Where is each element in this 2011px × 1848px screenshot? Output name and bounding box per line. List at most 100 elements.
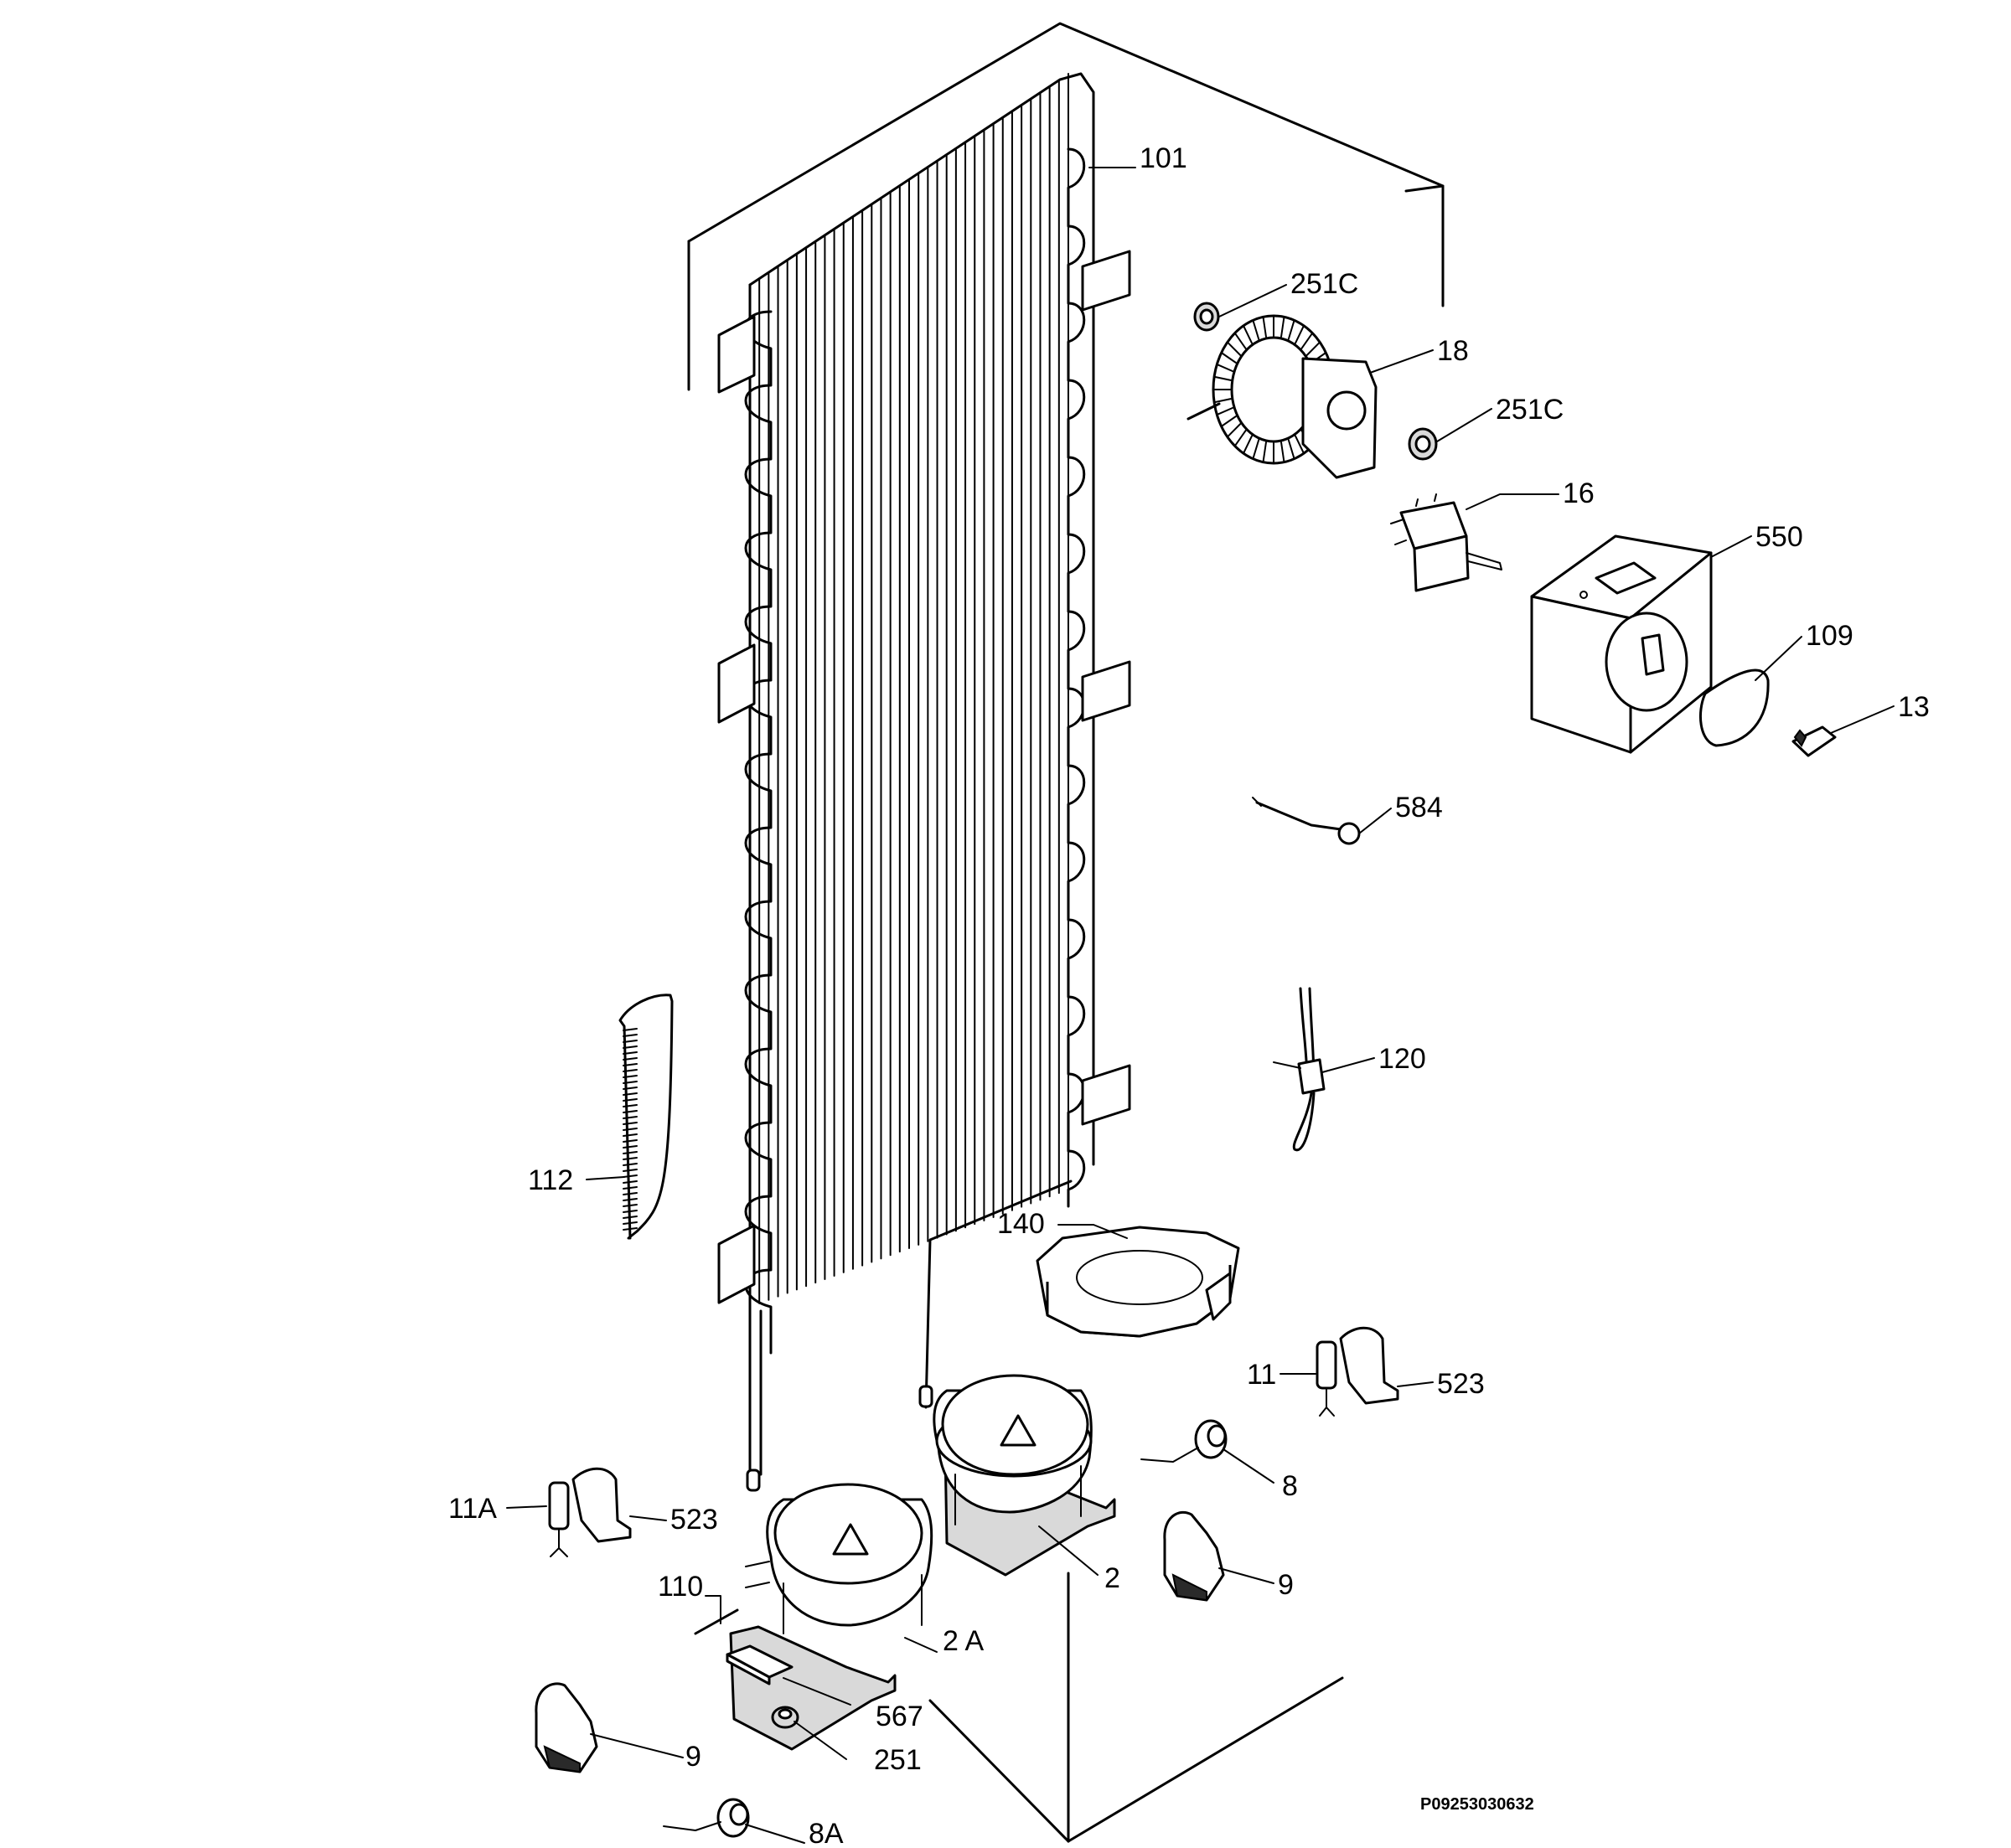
hose-rib [623,1145,638,1149]
leader-lines [506,167,1895,1844]
callout-condenser: 101 [1140,142,1187,174]
compressor-part [933,1374,1116,1577]
hose-rib [623,1163,638,1166]
damper-fixing-top-part [1193,302,1220,332]
fan-motor-part [1186,314,1378,479]
fan-blade [1220,416,1237,427]
fan-blade [1252,319,1260,340]
cover-box-part [1530,534,1713,754]
fan-blade [1216,363,1234,373]
hose-rib [623,1057,638,1061]
hose-rib [623,1040,638,1043]
hose-rib [623,1092,638,1096]
callout-rubber-mount: 251 [874,1744,922,1776]
callout-overload-left: 8A [809,1818,844,1848]
fan-blade [1262,441,1267,463]
condenser-pipe-end [746,1469,761,1492]
fan-blade [1287,439,1295,460]
callout-protector-left: 9 [685,1741,701,1773]
drain-hose-part [618,994,674,1240]
hose-rib [623,1192,638,1195]
fan-blade [1280,316,1285,338]
callout-relay-clip-left: 523 [670,1504,718,1536]
hose-rib [623,1069,638,1072]
fan-blade [1243,324,1253,344]
hose-rib [623,1087,638,1090]
hose-rib [623,1216,638,1219]
callout-capillary-tube: 110 [658,1571,703,1603]
relay-right-part [1316,1326,1399,1417]
fan-blade [1300,332,1314,349]
fan-blade [1220,352,1237,364]
callout-drain-hose: 112 [528,1164,573,1196]
callout-lamp-cover: 109 [1806,620,1853,652]
callout-overload-right: 8 [1282,1470,1298,1502]
fan-blade [1252,439,1260,460]
hose-rib [623,1221,638,1225]
callout-sensor-lead: 120 [1378,1043,1426,1075]
overload-right-part [1140,1419,1228,1463]
hose-rib [623,1081,638,1084]
callout-mounting-plate: 567 [876,1701,923,1732]
hose-rib [623,1104,638,1107]
fan-blade [1243,435,1253,455]
fan-blade [1305,341,1321,356]
callout-labels: 101 251C 18 251C 16 550 109 13 584 120 1… [448,142,1930,1848]
fan-blade [1262,316,1267,338]
hose-rib [623,1116,638,1119]
hose-rib [623,1198,638,1201]
hose-rib [623,1133,638,1137]
capillary-tube-part [694,1608,739,1635]
callout-compressor: 2 [1104,1562,1120,1594]
fan-blade [1233,332,1247,349]
callout-relay-left: 11A [448,1493,497,1525]
hose-rib [623,1151,638,1154]
condenser-brackets [717,250,1131,1304]
callout-lamp-holder: 13 [1898,691,1930,723]
hose-rib [623,1227,638,1231]
protector-left-part [535,1682,598,1773]
fan-blade [1233,430,1247,447]
fan-blade [1226,341,1242,356]
condenser-tube-right [1067,147,1086,1208]
condenser-outlet-pipe [924,1180,1073,1409]
hose-rib [623,1075,638,1078]
hose-rib [623,1128,638,1131]
lamp-holder-part [1791,725,1837,757]
hose-rib [623,1063,638,1066]
callout-compressor-alt: 2 A [943,1625,984,1657]
callout-damper-fixing-side: 251C [1496,394,1564,426]
reference-code: P09253030632 [1420,1795,1534,1814]
callout-thermostat-switch: 16 [1563,477,1595,509]
hose-rib [623,1180,638,1184]
drip-tray-part [1036,1226,1240,1338]
callout-damper-fixing-top: 251C [1290,268,1358,300]
fan-blade [1287,319,1295,340]
rubber-mount-part [771,1706,799,1729]
fan-blade [1213,375,1232,381]
hose-rib [623,1210,638,1213]
hose-rib [623,1122,638,1125]
callout-relay-clip-right: 523 [1437,1368,1485,1400]
fan-blade [1295,324,1305,344]
damper-fixing-side-part [1408,427,1438,461]
fan-blade [1213,398,1232,404]
overload-left-part [663,1798,750,1838]
sensor-lead-part [1273,987,1326,1152]
callout-cover-box: 550 [1755,521,1803,553]
callout-fan-motor: 18 [1437,335,1469,367]
fan-blade [1226,423,1242,438]
hose-rib [623,1204,638,1207]
relay-left-part [548,1467,632,1557]
mounting-plate-part [726,1644,794,1685]
hose-rib [623,1139,638,1143]
hose-rib [623,1045,638,1049]
hose-rib [623,1186,638,1190]
lamp-cover-part [1698,668,1770,747]
hose-rib [623,1157,638,1160]
thermostat-switch-part [1390,493,1502,592]
condenser-pipe-end [918,1385,933,1408]
hose-rib [623,1028,638,1031]
hose-rib [623,1034,638,1037]
